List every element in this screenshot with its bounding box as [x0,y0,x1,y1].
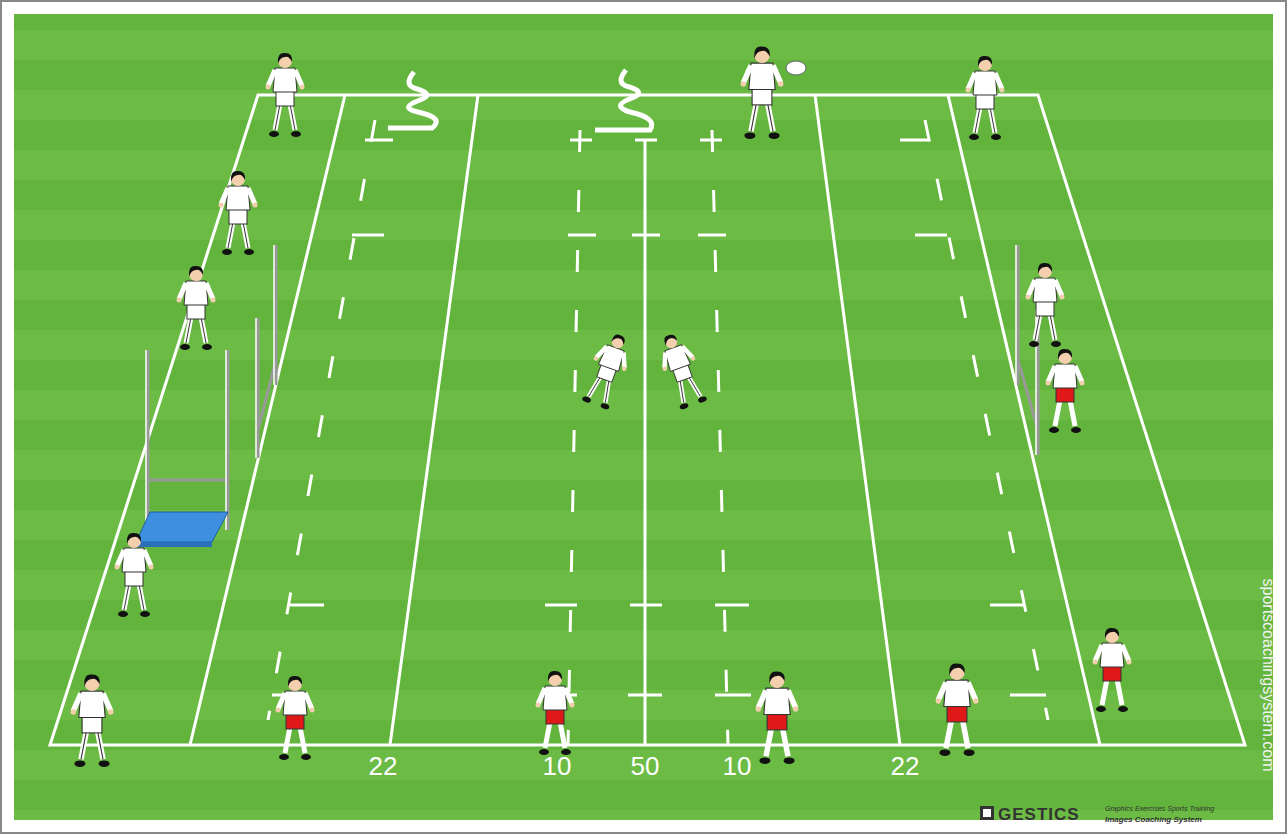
watermark: sportscoachingsystem.com [1259,579,1277,772]
field-lines [50,95,1245,745]
yard-line-number: 10 [723,751,752,782]
training-hurdles [388,70,652,130]
yard-line-number: 50 [631,751,660,782]
yard-line-number: 22 [891,751,920,782]
brand-tagline: Images Coaching System [1105,815,1202,824]
gestics-logo-icon [980,806,994,820]
yard-line-number: 22 [369,751,398,782]
brand-tagline: Graphics Exercises Sports Training [1105,805,1214,812]
goal-posts [136,245,1038,547]
players [71,46,1132,767]
brand-name: GESTICS [998,805,1080,825]
yard-line-number: 10 [543,751,572,782]
